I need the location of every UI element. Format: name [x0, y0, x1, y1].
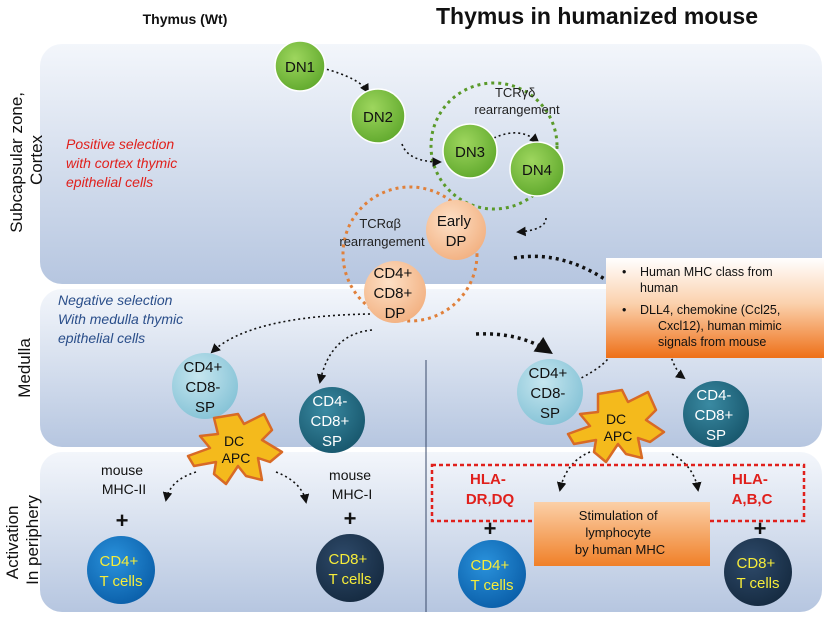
plus-sign: +: [754, 516, 767, 541]
mouse-mhc1-label: mouse MHC-I: [329, 467, 375, 502]
hla-box: [430, 463, 806, 523]
svg-text:DC APC: DC APC: [604, 411, 633, 444]
early-dp-cell: Early DP: [426, 200, 486, 260]
zone-periphery: [40, 452, 822, 612]
right-cd4-sp-cell: CD4+ CD8- SP: [517, 359, 583, 425]
right-dc-apc: DC APC: [566, 388, 666, 464]
tcr-ab-label: TCRαβ rearrangement: [339, 216, 425, 249]
dn3-cell: DN3: [442, 123, 498, 179]
svg-text:DN2: DN2: [363, 109, 393, 126]
tcr-gd-label: TCRγδ rearrangement: [474, 85, 560, 117]
svg-text:CD4- CD8+ SP: CD4- CD8+ SP: [311, 393, 354, 450]
plus-sign: +: [344, 506, 357, 531]
dn4-cell: DN4: [509, 141, 565, 197]
zone-cortex: [40, 44, 822, 284]
humanized-info-box: • Human MHC class from human • DLL4, che…: [606, 258, 824, 358]
svg-text:CD4+ CD8+ DP: CD4+ CD8+ DP: [374, 265, 417, 322]
plus-sign: +: [484, 516, 497, 541]
left-cd4-sp-cell: CD4+ CD8- SP: [172, 353, 238, 419]
svg-text:CD4+ T cells: CD4+ T cells: [99, 553, 142, 590]
svg-text:DN3: DN3: [455, 144, 485, 161]
left-dc-apc: DC APC: [186, 412, 284, 486]
left-cd8-t-cell: CD8+ T cells: [316, 534, 384, 602]
title-left: Thymus (Wt): [143, 11, 228, 27]
dn1-cell: DN1: [274, 40, 326, 92]
hla-abc-label: HLA- A,B,C: [732, 471, 773, 508]
svg-text:DN4: DN4: [522, 162, 552, 179]
svg-text:DC APC: DC APC: [222, 433, 251, 466]
zone-label-medulla: Medulla: [15, 338, 34, 398]
svg-text:CD4+ CD8- SP: CD4+ CD8- SP: [529, 365, 572, 422]
thick-arrows: [475, 254, 607, 354]
tcr-ab-circle: [341, 185, 479, 323]
svg-text:CD8+ T cells: CD8+ T cells: [736, 555, 779, 592]
left-cd4-t-cell: CD4+ T cells: [87, 536, 155, 604]
selection-arrows: [210, 313, 686, 391]
apc-arrows: [162, 451, 702, 504]
positive-selection-text: Positive selection with cortex thymic ep…: [66, 136, 181, 190]
dn2-cell: DN2: [350, 88, 406, 144]
right-cd8-sp-cell: CD4- CD8+ SP: [683, 381, 749, 447]
svg-text:CD4+ T cells: CD4+ T cells: [470, 557, 513, 594]
svg-text:CD4- CD8+ SP: CD4- CD8+ SP: [695, 387, 738, 444]
tcr-gd-circle: [429, 81, 559, 211]
svg-text:CD8+ T cells: CD8+ T cells: [328, 551, 371, 588]
dp-cell: CD4+ CD8+ DP: [364, 261, 426, 323]
right-cd4-t-cell: CD4+ T cells: [458, 540, 526, 608]
zone-label-periphery: Activation In periphery: [3, 495, 42, 585]
stimulation-box: Stimulation of lymphocyte by human MHC: [534, 502, 710, 566]
hla-dr-label: HLA- DR,DQ: [466, 471, 515, 508]
svg-text:Stimulation of lymphocy: Stimulation of lymphocyte by human MHC: [575, 508, 665, 557]
mouse-mhc2-label: mouse MHC-II: [101, 462, 147, 497]
svg-text:CD4+ CD8- SP: CD4+ CD8- SP: [184, 359, 227, 416]
right-cd8-t-cell: CD8+ T cells: [724, 538, 792, 606]
negative-selection-text: Negative selection With medulla thymic e…: [58, 292, 187, 346]
svg-text:Early DP: Early DP: [437, 213, 475, 250]
title-right: Thymus in humanized mouse: [436, 3, 758, 29]
plus-sign: +: [116, 508, 129, 533]
zone-label-cortex: Subcapsular zone, Cortex: [7, 87, 46, 233]
left-cd8-sp-cell: CD4- CD8+ SP: [299, 387, 365, 453]
development-arrows: [321, 67, 547, 237]
svg-text:DN1: DN1: [285, 59, 315, 76]
svg-text:• Human MHC class from: • Human MHC class from human • DLL4, che…: [622, 265, 785, 349]
